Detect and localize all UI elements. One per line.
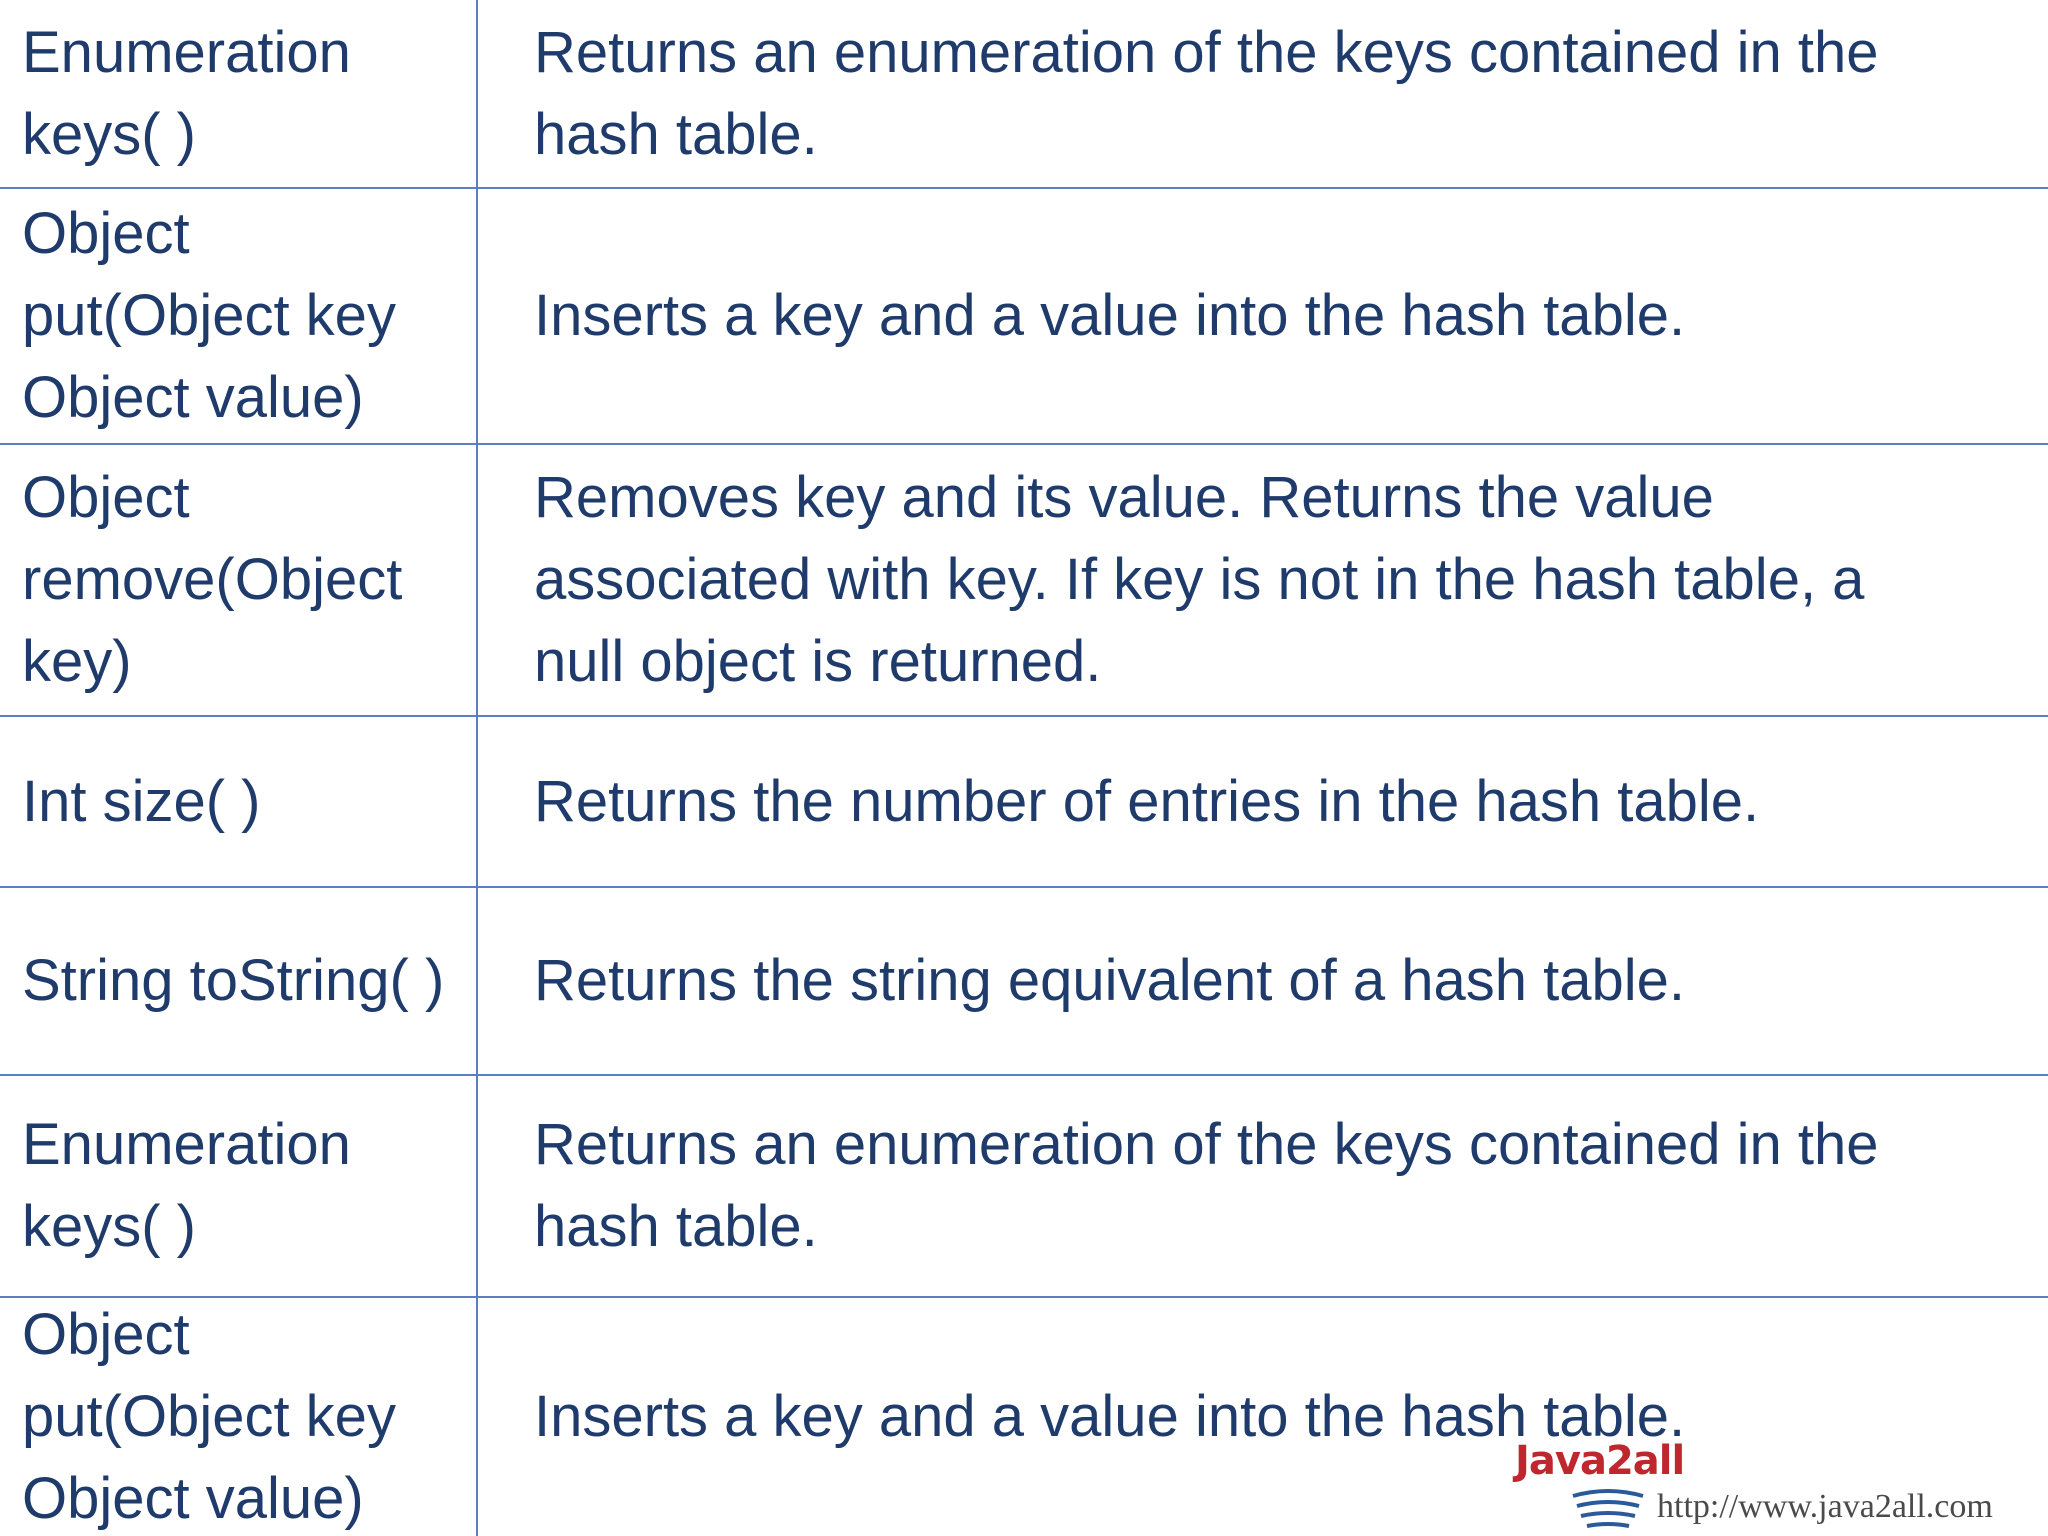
description-text: Returns the number of entries in the has… [534, 768, 1760, 834]
description-text: Returns the string equivalent of a hash … [534, 948, 1686, 1013]
description-text: Inserts a key and a value into the hash … [534, 283, 1686, 348]
description-text: Inserts a key and a value into the hash … [534, 1384, 1686, 1449]
method-cell: Enumeration keys( ) [0, 0, 478, 187]
description-cell: Returns an enumeration of the keys conta… [478, 0, 2048, 187]
description-text: Returns an enumeration of the keys conta… [534, 19, 1879, 167]
table-row: String toString( ) Returns the string eq… [0, 888, 2048, 1076]
table-row: Int size( ) Returns the number of entrie… [0, 717, 2048, 888]
method-cell: Object remove(Object key) [0, 445, 478, 715]
method-cell: Enumeration keys( ) [0, 1076, 478, 1296]
description-cell: Removes key and its value. Returns the v… [478, 445, 2048, 715]
watermark: Java2all http://www.java2all.com [1515, 1430, 2035, 1530]
description-cell: Returns an enumeration of the keys conta… [478, 1076, 2048, 1296]
table-row: Object remove(Object key) Removes key an… [0, 445, 2048, 717]
table-row: Enumeration keys( ) Returns an enumerati… [0, 1076, 2048, 1298]
java-cup-icon [1572, 1489, 1644, 1528]
method-cell: Object put(Object key Object value) [0, 189, 478, 443]
description-text: Returns an enumeration of the keys conta… [534, 1112, 1879, 1259]
description-cell: Inserts a key and a value into the hash … [478, 189, 2048, 443]
description-text: Removes key and its value. Returns the v… [534, 465, 1865, 694]
table-row: Enumeration keys( ) Returns an enumerati… [0, 0, 2048, 189]
method-cell: String toString( ) [0, 888, 478, 1074]
site-url: http://www.java2all.com [1657, 1488, 1993, 1525]
description-cell: Inserts a key and a value into the hash … [478, 1298, 2048, 1536]
description-cell: Returns the number of entries in the has… [478, 717, 2048, 886]
method-cell: Object put(Object key Object value) [0, 1298, 478, 1536]
description-cell: Returns the string equivalent of a hash … [478, 888, 2048, 1074]
method-cell: Int size( ) [0, 717, 478, 886]
table-row: Object put(Object key Object value) Inse… [0, 189, 2048, 445]
table-row: Object put(Object key Object value) Inse… [0, 1298, 2048, 1536]
logo-text: Java2all [1515, 1438, 1685, 1484]
